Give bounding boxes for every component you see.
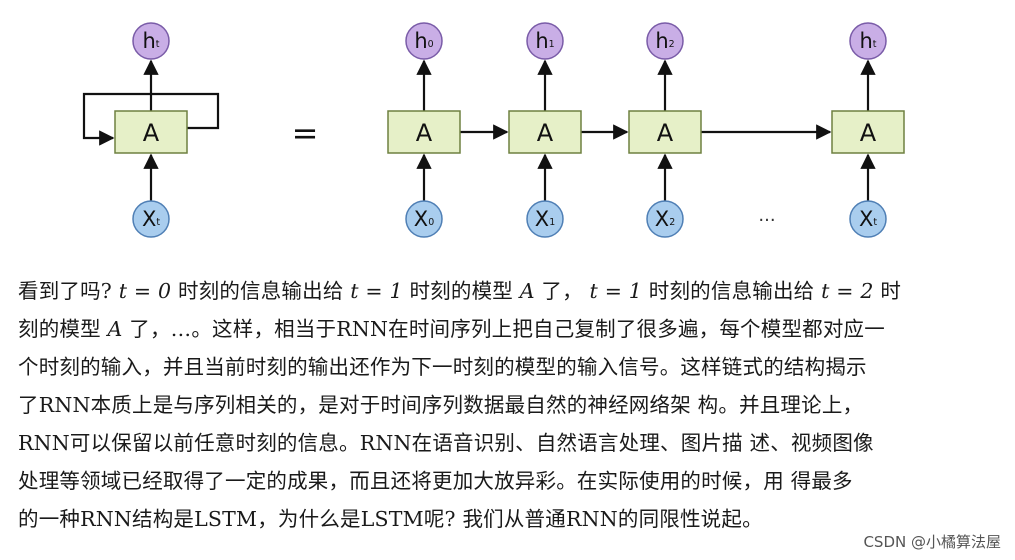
article-line: 的一种RNN结构是LSTM，为什么是LSTM呢? 我们从普通RNN的同限性说起。: [18, 500, 1008, 538]
step-0-output-label-sub: 0: [428, 39, 434, 50]
step-3-output-node: [849, 22, 887, 60]
folded-input-node: [132, 200, 170, 238]
step-3-cell: [831, 110, 905, 154]
folded-output-label-main: h: [142, 29, 155, 53]
article-line: 个时刻的输入，并且当前时刻的输出还作为下一时刻的模型的输入信号。这样链式的结构揭…: [18, 348, 1008, 386]
step-1-output-label: h1: [535, 29, 554, 53]
equals-sign: =: [292, 114, 319, 152]
step-1-input-node: [526, 200, 564, 238]
article-line: 了RNN本质上是与序列相关的，是对于时间序列数据最自然的神经网络架 构。并且理论…: [18, 386, 1008, 424]
folded-input-label-sub: t: [156, 217, 160, 228]
text-run: 的一种RNN结构是LSTM，为什么是LSTM呢? 我们从普通RNN的同限性说起。: [18, 507, 763, 531]
step-1-input-label-sub: 1: [549, 217, 555, 228]
article-line: 刻的模型 A 了，…。这样，相当于RNN在时间序列上把自己复制了很多遍，每个模型…: [18, 310, 1008, 348]
step-2-cell-label: A: [657, 119, 674, 147]
step-0-cell-label: A: [416, 119, 433, 147]
text-run: 处理等领域已经取得了一定的成果，而且还将更加大放异彩。在实际使用的时候，用 得最…: [18, 469, 853, 493]
text-run: 时刻的信息输出给: [177, 279, 344, 303]
math-expression: t = 2: [814, 279, 881, 303]
recurrent-loop-arrow: [82, 92, 220, 146]
diagram-nodes: AhtXt=Ah0X0Ah1X1Ah2X2AhtXt...: [114, 22, 905, 238]
folded-cell: [114, 110, 188, 154]
math-expression: t = 1: [582, 279, 649, 303]
step-2-output-node: [646, 22, 684, 60]
step-2-cell-label-main: A: [657, 119, 674, 147]
text-run: 时刻的模型: [409, 279, 513, 303]
step-2-input-label: X2: [655, 207, 675, 231]
folded-cell-label: A: [143, 119, 160, 147]
step-0-output-label: h0: [414, 29, 433, 53]
article-line: 看到了吗? t = 0 时刻的信息输出给 t = 1 时刻的模型 A 了， t …: [18, 272, 1008, 310]
step-0-input-label: X0: [414, 207, 434, 231]
text-run: RNN可以保留以前任意时刻的信息。RNN在语音识别、自然语言处理、图片描 述、视…: [18, 431, 874, 455]
step-1-input-label-main: X: [535, 207, 549, 231]
step-2-output-label-sub: 2: [669, 39, 675, 50]
step-1-output-label-sub: 1: [549, 39, 555, 50]
step-3-input-label: Xt: [859, 207, 877, 231]
ellipsis: ...: [758, 205, 775, 226]
step-3-output-label: ht: [859, 29, 876, 53]
text-run: 了，: [541, 279, 583, 303]
text-run: 刻的模型: [18, 317, 101, 341]
step-3-cell-label-main: A: [860, 119, 877, 147]
step-1-cell-label-main: A: [537, 119, 554, 147]
step-2-input-node: [646, 200, 684, 238]
step-0-cell: [387, 110, 461, 154]
folded-input-label: Xt: [142, 207, 160, 231]
step-0-input-node: [405, 200, 443, 238]
text-run: 看到了吗?: [18, 279, 112, 303]
diagram-edges: [82, 59, 876, 201]
math-expression: A: [100, 317, 130, 341]
folded-output-node: [132, 22, 170, 60]
step-0-cell-label-main: A: [416, 119, 433, 147]
folded-cell-label-main: A: [143, 119, 160, 147]
text-run: 了RNN本质上是与序列相关的，是对于时间序列数据最自然的神经网络架 构。并且理论…: [18, 393, 864, 417]
step-2-cell: [628, 110, 702, 154]
math-expression: t = 1: [343, 279, 410, 303]
step-1-input-label: X1: [535, 207, 555, 231]
step-3-input-node: [849, 200, 887, 238]
folded-output-label-sub: t: [156, 39, 160, 50]
rnn-unrolled-diagram: AhtXt=Ah0X0Ah1X1Ah2X2AhtXt...: [82, 22, 905, 238]
step-2-input-label-main: X: [655, 207, 669, 231]
folded-input-label-main: X: [142, 207, 156, 231]
step-2-output-label: h2: [655, 29, 674, 53]
step-3-output-label-sub: t: [873, 39, 877, 50]
step-0-input-label-main: X: [414, 207, 428, 231]
step-1-output-label-main: h: [535, 29, 548, 53]
math-expression: A: [512, 279, 542, 303]
step-2-input-label-sub: 2: [669, 217, 675, 228]
step-2-output-label-main: h: [655, 29, 668, 53]
step-3-cell-label: A: [860, 119, 877, 147]
article-body: 看到了吗? t = 0 时刻的信息输出给 t = 1 时刻的模型 A 了， t …: [18, 272, 1008, 538]
text-run: 了，…。这样，相当于RNN在时间序列上把自己复制了很多遍，每个模型都对应一: [129, 317, 885, 341]
step-3-input-label-sub: t: [873, 217, 877, 228]
step-0-output-node: [405, 22, 443, 60]
math-expression: t = 0: [112, 279, 178, 303]
step-3-input-label-main: X: [859, 207, 873, 231]
step-1-output-node: [526, 22, 564, 60]
article-line: 处理等领域已经取得了一定的成果，而且还将更加大放异彩。在实际使用的时候，用 得最…: [18, 462, 1008, 500]
step-1-cell-label: A: [537, 119, 554, 147]
text-run: 时: [880, 279, 902, 303]
watermark: CSDN @小橘算法屋: [863, 533, 1001, 551]
text-run: 个时刻的输入，并且当前时刻的输出还作为下一时刻的模型的输入信号。这样链式的结构揭…: [18, 355, 867, 379]
article-line: RNN可以保留以前任意时刻的信息。RNN在语音识别、自然语言处理、图片描 述、视…: [18, 424, 1008, 462]
step-3-output-label-main: h: [859, 29, 872, 53]
text-run: 时刻的信息输出给: [648, 279, 815, 303]
step-0-output-label-main: h: [414, 29, 427, 53]
step-1-cell: [508, 110, 582, 154]
step-0-input-label-sub: 0: [428, 217, 434, 228]
folded-output-label: ht: [142, 29, 159, 53]
